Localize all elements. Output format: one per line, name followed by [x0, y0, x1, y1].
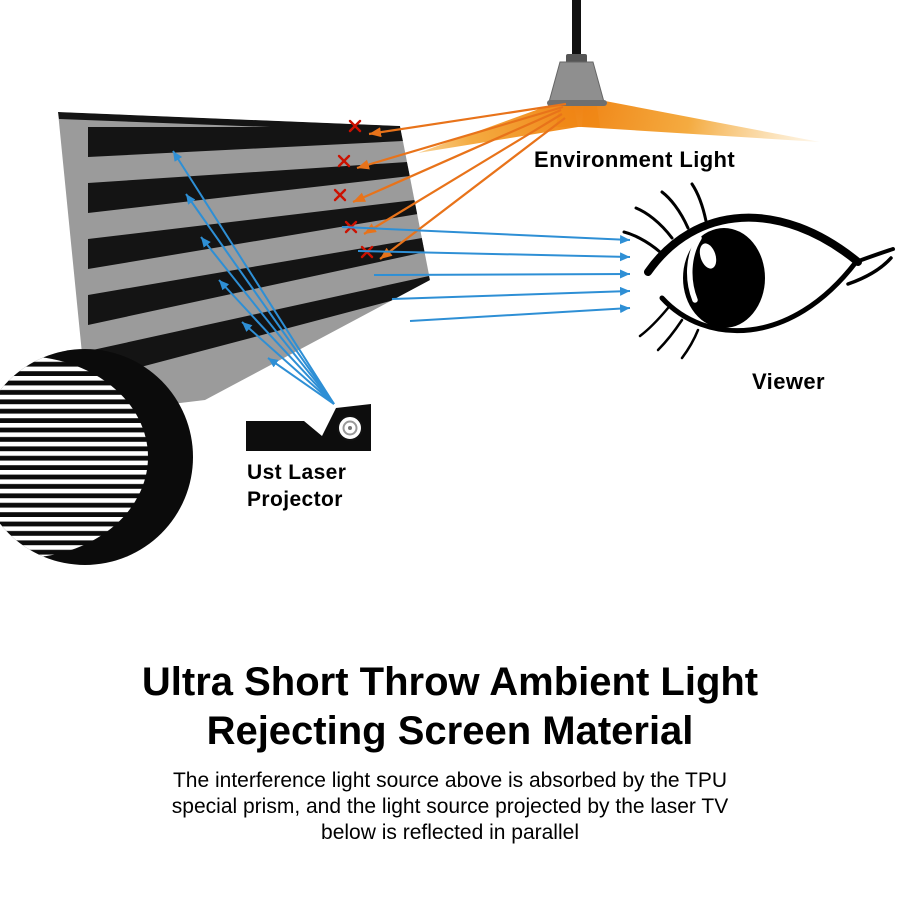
prism-tooth — [88, 162, 410, 213]
eye-highlight-crescent — [687, 235, 702, 303]
eye-lash — [656, 318, 684, 352]
eye-lower-lid — [659, 259, 859, 334]
projector-ray — [241, 321, 335, 405]
page-title: Ultra Short Throw Ambient Light Rejectin… — [141, 660, 759, 753]
reflected-ray — [341, 226, 631, 245]
eye-upper-lid — [644, 213, 862, 276]
projector-label: Ust Laser Projector — [247, 461, 347, 511]
laser-projector-icon — [246, 404, 371, 451]
projector-ray — [172, 150, 335, 405]
ambient-ray — [352, 108, 562, 204]
lamp-shade — [548, 61, 605, 103]
prism-stripe-detail — [0, 356, 148, 558]
eye-corner-line — [854, 247, 895, 264]
ambient-ray — [356, 105, 564, 170]
projector-beams — [172, 150, 335, 405]
absorption-x-icon — [333, 188, 347, 202]
eye-lash — [634, 206, 674, 240]
environment-light-label: Environment Light — [534, 147, 736, 172]
ambient-light-rays — [352, 102, 567, 260]
prism-tooth — [88, 127, 403, 157]
eye-highlight-spot — [699, 243, 717, 269]
viewer-label: Viewer — [752, 369, 825, 394]
eye-corner-line — [846, 256, 893, 286]
projector-ray — [267, 357, 335, 405]
eye-lower-lashes — [638, 306, 700, 360]
projector-ray — [200, 236, 335, 405]
prism-detail-magnifier — [0, 349, 193, 565]
reflected-ray — [391, 286, 631, 300]
ceiling-lamp-icon — [547, 0, 607, 106]
eye-upper-lashes — [622, 182, 708, 254]
lamp-glow — [418, 97, 820, 153]
viewer-eye-icon — [622, 182, 895, 360]
page-subtitle: The interference light source above is a… — [171, 769, 729, 844]
reflected-beams — [341, 226, 631, 322]
prism-tooth — [88, 276, 430, 381]
eye-lash — [660, 190, 690, 230]
reflected-ray — [409, 304, 631, 322]
projector-ray — [185, 193, 335, 405]
prism-tooth — [88, 200, 418, 269]
diagram-canvas — [0, 0, 895, 565]
projector-lens-core — [348, 426, 352, 430]
projector-ray — [218, 279, 335, 405]
reflected-ray — [373, 269, 631, 279]
absorption-x-icon — [348, 119, 362, 133]
reflected-ray — [357, 250, 631, 262]
ambient-ray — [363, 113, 563, 235]
eye-lash — [690, 182, 708, 223]
eye-lash — [622, 230, 662, 254]
eye-lash — [680, 328, 700, 360]
ambient-ray — [379, 117, 566, 260]
lamp-cord — [572, 0, 581, 58]
ambient-ray — [368, 102, 567, 138]
eye-lash — [638, 306, 670, 338]
absorption-x-icon — [337, 154, 351, 168]
projector-body — [246, 404, 371, 451]
